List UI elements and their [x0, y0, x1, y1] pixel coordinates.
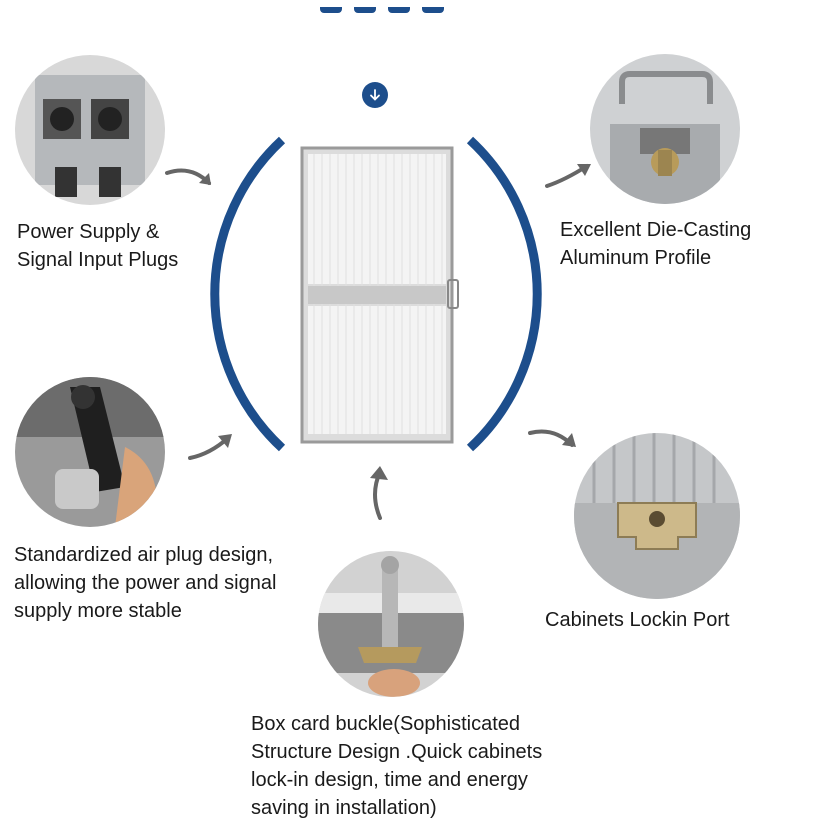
air-plug-label: Standardized air plug design, allowing t…: [14, 541, 276, 625]
power-plug-photo: [15, 55, 165, 205]
lockin-port-label: Cabinets Lockin Port: [545, 606, 730, 634]
curved-arrow-icon: [545, 164, 591, 188]
curved-arrow-icon: [370, 466, 388, 520]
label-line: Cabinets Lockin Port: [545, 609, 730, 631]
label-line: lock-in design, time and energy: [251, 769, 528, 791]
center-arc-frame: [210, 136, 542, 452]
box-card-buckle-photo: [318, 551, 464, 697]
curved-arrow-icon: [165, 168, 211, 185]
header-decoration: [320, 0, 470, 13]
label-line: saving in installation): [251, 797, 437, 819]
curved-arrow-icon: [528, 429, 576, 447]
power-plugs-label: Power Supply & Signal Input Plugs: [17, 218, 178, 274]
label-line: Signal Input Plugs: [17, 249, 179, 271]
die-casting-profile-photo: [590, 54, 740, 204]
lockin-port-photo: [574, 433, 740, 599]
air-plug-photo: [15, 377, 165, 527]
die-casting-label: Excellent Die-Casting Aluminum Profile: [560, 216, 751, 272]
label-line: Power Supply &: [17, 221, 160, 243]
label-line: Excellent Die-Casting: [560, 219, 752, 241]
label-line: Aluminum Profile: [560, 247, 712, 269]
arrow-down-circle-icon[interactable]: [362, 82, 388, 108]
label-line: allowing the power and signal: [14, 572, 277, 594]
label-line: Box card buckle(Sophisticated: [251, 713, 521, 735]
curved-arrow-icon: [188, 434, 232, 460]
label-line: Standardized air plug design,: [14, 544, 274, 566]
box-buckle-label: Box card buckle(Sophisticated Structure …: [251, 710, 542, 822]
label-line: supply more stable: [14, 600, 182, 622]
transparent-led-panel-image: [300, 146, 459, 444]
label-line: Structure Design .Quick cabinets: [251, 741, 543, 763]
